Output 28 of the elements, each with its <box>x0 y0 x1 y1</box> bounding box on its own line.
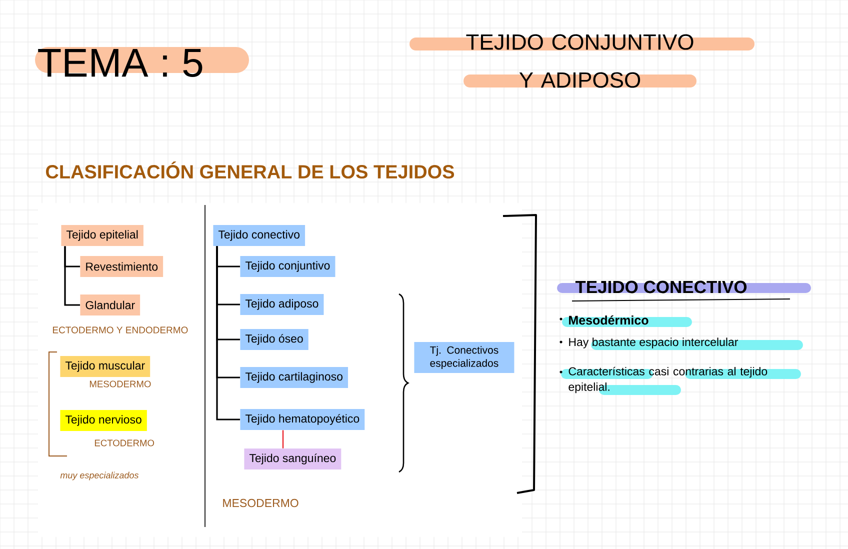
section-heading: CLASIFICACIÓN GENERAL DE LOS TEJIDOS <box>46 162 454 179</box>
bullet-text: Características casi contrarias al tejido epitelial. <box>561 366 801 395</box>
annotation: MESODERMO <box>90 380 151 388</box>
connector-line <box>216 246 240 420</box>
category-box: Tejido epitelial <box>61 225 144 246</box>
connector-line <box>282 430 284 448</box>
annotation: MESODERMO <box>223 498 298 508</box>
title: TEMA : 5 <box>35 47 249 77</box>
category-box: Glandular <box>80 294 140 316</box>
annotation: ECTODERMO <box>94 440 154 446</box>
annotation: muy especializados <box>60 472 139 480</box>
panel-heading: TEJIDO CONECTIVO <box>557 280 811 302</box>
category-box: Tejido conectivo <box>213 225 306 246</box>
category-box: Tejido adiposo <box>240 294 324 315</box>
category-box: Revestimiento <box>80 256 164 277</box>
annotation: ECTODERMO Y ENDODERMO <box>52 326 188 334</box>
category-box: Tejido sanguíneo <box>244 448 342 470</box>
subtitle: TEJIDO CONJUNTIVO Y ADIPOSO <box>410 34 754 88</box>
category-box: Tj. Conectivos especializados <box>414 342 514 373</box>
category-box: Tejido hematopoyético <box>240 409 365 430</box>
category-box: Tejido óseo <box>240 329 308 350</box>
category-box: Tejido cartilaginoso <box>240 367 348 388</box>
bullet-text: Hay bastante espacio intercelular <box>569 338 803 350</box>
category-box: Tejido conjuntivo <box>240 256 336 277</box>
category-box: Tejido muscular <box>60 356 150 377</box>
category-box: Tejido nervioso <box>60 410 147 431</box>
connector-line <box>64 246 80 306</box>
bullet-text: Mesodérmico <box>562 315 692 327</box>
